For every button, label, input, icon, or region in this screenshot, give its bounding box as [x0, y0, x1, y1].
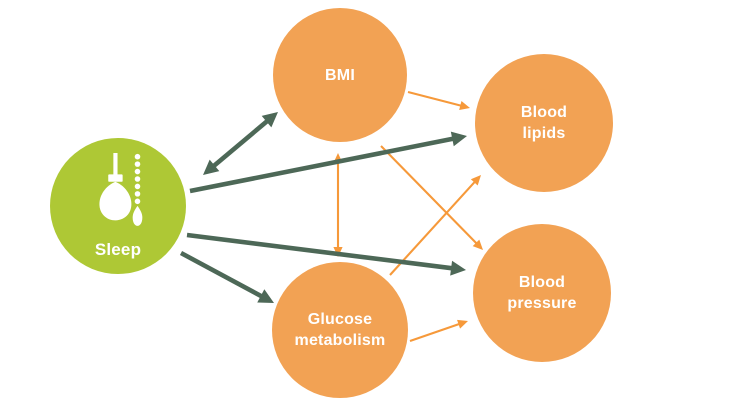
- node-label-line: lipids: [522, 125, 566, 142]
- arrowhead: [203, 159, 220, 175]
- edge-bmi-to-glucose: [333, 153, 343, 257]
- node-label-line: Blood: [520, 104, 568, 121]
- edge-line: [189, 135, 458, 194]
- node-label-line: metabolism: [294, 332, 386, 349]
- edge-line: [389, 179, 478, 276]
- node-label-line: Blood: [518, 274, 566, 291]
- node-label-glucose: Glucose metabolism: [295, 309, 386, 351]
- arrowhead: [457, 319, 468, 329]
- edge-glucose-to-blood-pressure: [409, 319, 468, 342]
- node-label-blood-pressure: Blood pressure: [507, 272, 576, 314]
- edge-bmi-to-blood-lipids: [407, 90, 470, 110]
- arrowhead: [333, 247, 343, 257]
- edge-sleep-to-glucose: [179, 250, 274, 303]
- lightbulb-pull-cord-icon: [99, 152, 143, 226]
- edge-line: [407, 90, 464, 108]
- arrowhead: [333, 153, 343, 163]
- edge-line: [380, 145, 479, 246]
- arrowhead: [450, 131, 467, 147]
- node-label-sleep: Sleep: [95, 239, 141, 260]
- node-sleep: Sleep: [50, 138, 186, 274]
- node-label-bmi: BMI: [325, 65, 355, 86]
- arrowhead: [257, 289, 274, 303]
- edge-sleep-to-bmi: [203, 112, 278, 175]
- node-label-line: BMI: [325, 66, 355, 84]
- arrowhead: [459, 101, 470, 110]
- node-label-line: pressure: [507, 295, 577, 312]
- edge-bmi-to-blood-pressure: [380, 145, 483, 250]
- node-label-blood-lipids: Blood lipids: [521, 102, 567, 144]
- arrowhead: [470, 175, 481, 186]
- node-icon-wrap: [90, 152, 146, 236]
- node-glucose: Glucose metabolism: [272, 262, 408, 398]
- node-blood-pressure: Blood pressure: [473, 224, 611, 362]
- node-label-line: Glucose: [307, 311, 373, 328]
- node-bmi: BMI: [273, 8, 407, 142]
- node-blood-lipids: Blood lipids: [475, 54, 613, 192]
- edge-line: [179, 250, 266, 301]
- arrowhead: [450, 260, 466, 276]
- arrowhead: [261, 112, 278, 128]
- edge-line: [409, 322, 462, 342]
- node-label-line: Sleep: [94, 239, 142, 259]
- edge-line: [209, 116, 272, 171]
- edge-glucose-to-blood-lipids: [389, 175, 481, 276]
- arrowhead: [472, 239, 483, 250]
